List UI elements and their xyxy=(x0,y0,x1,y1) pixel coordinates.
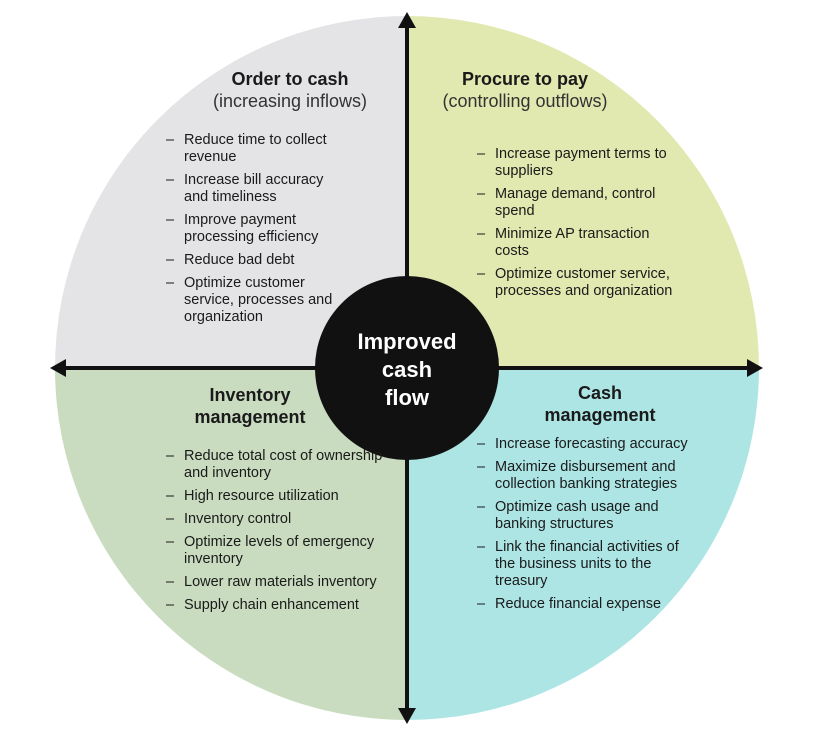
order-to-cash-list: Reduce time to collect revenue Increase … xyxy=(166,132,341,332)
list-item: Minimize AP transaction costs xyxy=(477,226,682,260)
cash-management-list: Increase forecasting accuracy Maximize d… xyxy=(477,436,697,619)
center-circle xyxy=(315,276,499,460)
list-item: Lower raw materials inventory xyxy=(166,574,396,591)
list-item: Reduce total cost of ownership and inven… xyxy=(166,448,396,482)
inventory-management-heading: Inventory management xyxy=(150,384,350,428)
list-item: Improve payment processing efficiency xyxy=(166,212,341,246)
list-item: Reduce time to collect revenue xyxy=(166,132,341,166)
center-label-line1: Improved xyxy=(357,329,457,354)
list-item: Optimize customer service, processes and… xyxy=(166,275,341,326)
inventory-management-title-line2: management xyxy=(194,407,306,427)
list-item: Increase payment terms to suppliers xyxy=(477,146,682,180)
cash-management-title-line1: Cash xyxy=(577,383,622,403)
cash-management-title-line2: management xyxy=(544,405,656,425)
list-item: Increase forecasting accuracy xyxy=(477,436,697,453)
arrowhead-top xyxy=(398,12,416,28)
list-item: Manage demand, control spend xyxy=(477,186,682,220)
center-label-line3: flow xyxy=(385,385,429,410)
list-item: Increase bill accuracy and timeliness xyxy=(166,172,341,206)
list-item: Reduce bad debt xyxy=(166,252,341,269)
arrowhead-left xyxy=(50,359,66,377)
procure-to-pay-heading: Procure to pay (controlling outflows) xyxy=(425,68,625,112)
list-item: Maximize disbursement and collection ban… xyxy=(477,459,697,493)
order-to-cash-heading: Order to cash (increasing inflows) xyxy=(190,68,390,112)
list-item: Supply chain enhancement xyxy=(166,597,396,614)
procure-to-pay-title: Procure to pay xyxy=(461,69,589,89)
center-label-line2: cash xyxy=(381,357,433,382)
list-item: High resource utilization xyxy=(166,488,396,505)
arrowhead-bottom xyxy=(398,708,416,724)
list-item: Link the financial activities of the bus… xyxy=(477,539,697,590)
inventory-management-list: Reduce total cost of ownership and inven… xyxy=(166,448,396,620)
center-label: Improved cash flow xyxy=(330,328,484,412)
procure-to-pay-subtitle: (controlling outflows) xyxy=(442,91,608,111)
list-item: Optimize levels of emergency inventory xyxy=(166,534,396,568)
list-item: Optimize cash usage and banking structur… xyxy=(477,499,697,533)
inventory-management-title-line1: Inventory xyxy=(209,385,291,405)
procure-to-pay-list: Increase payment terms to suppliers Mana… xyxy=(477,146,682,306)
list-item: Optimize customer service, processes and… xyxy=(477,266,682,300)
order-to-cash-subtitle: (increasing inflows) xyxy=(212,91,368,111)
list-item: Reduce financial expense xyxy=(477,596,697,613)
cash-management-heading: Cash management xyxy=(500,382,700,426)
arrowhead-right xyxy=(747,359,763,377)
list-item: Inventory control xyxy=(166,511,396,528)
order-to-cash-title: Order to cash xyxy=(231,69,349,89)
